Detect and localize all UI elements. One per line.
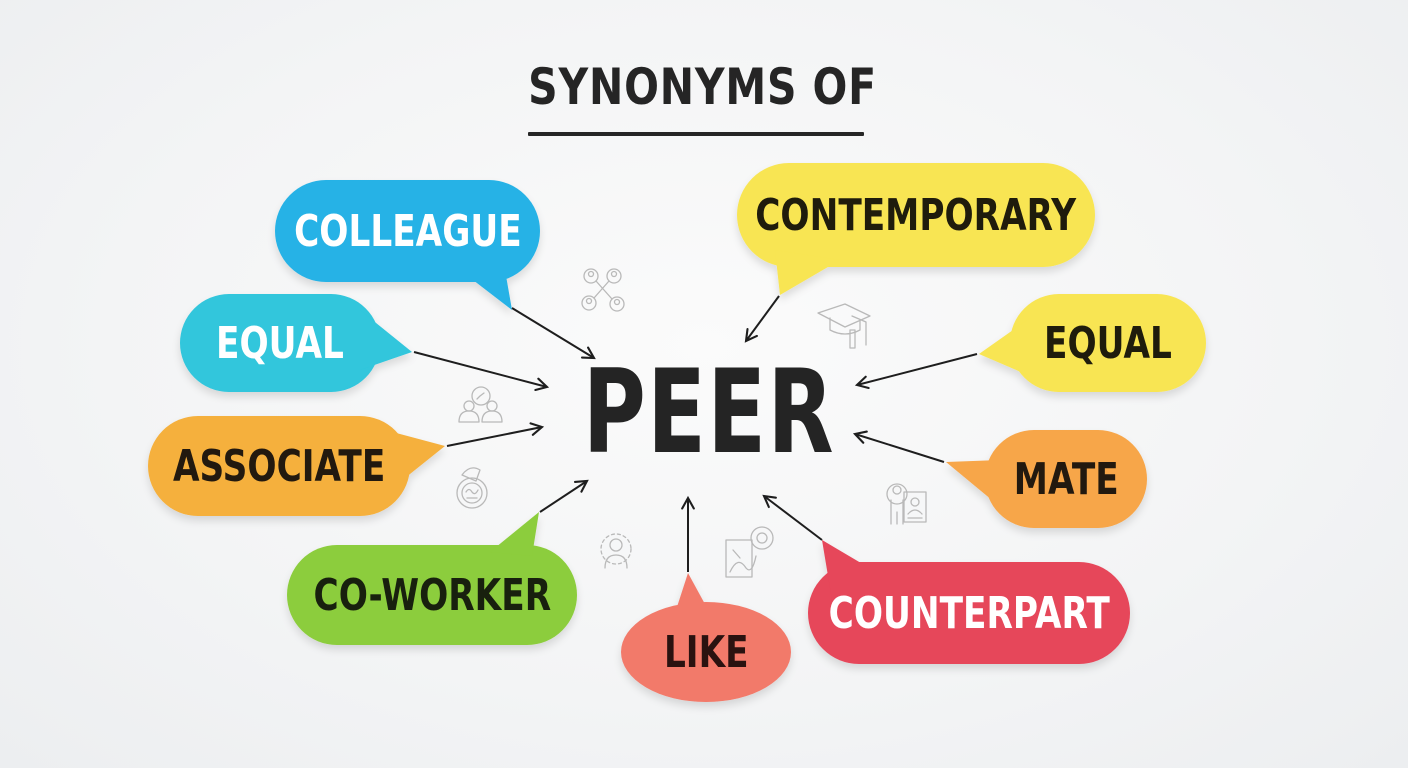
team-meeting-icon <box>458 386 503 423</box>
arrow-associate <box>446 422 545 447</box>
graduation-cap-icon <box>817 303 871 349</box>
bubble-co-worker <box>287 512 577 645</box>
bubble-counterpart <box>808 540 1130 664</box>
network-people-icon <box>581 268 625 312</box>
chart-document-icon <box>725 526 774 578</box>
bubble-like <box>621 573 791 702</box>
bubble-mate <box>946 430 1147 528</box>
bubble-contemporary <box>737 163 1095 295</box>
arrow-mate <box>852 430 945 463</box>
arrow-contemporary <box>744 295 780 343</box>
bubble-colleague <box>275 180 540 310</box>
user-profile-icon <box>600 533 632 569</box>
bubble-equal-left <box>180 294 412 392</box>
arrow-counterpart <box>762 494 823 541</box>
person-id-card-icon <box>886 483 927 525</box>
diagram-title: SYNONYMS OF <box>528 58 877 116</box>
arrow-colleague <box>511 307 596 360</box>
arrow-equal-left <box>413 351 550 392</box>
arrow-equal-right <box>854 353 978 390</box>
bubble-equal-right <box>979 294 1206 392</box>
center-word: PEER <box>582 345 836 480</box>
bubble-associate <box>148 416 445 516</box>
arrow-co-worker <box>539 479 589 513</box>
medal-badge-icon <box>456 467 488 509</box>
title-underline <box>528 132 864 136</box>
arrows <box>413 295 978 572</box>
